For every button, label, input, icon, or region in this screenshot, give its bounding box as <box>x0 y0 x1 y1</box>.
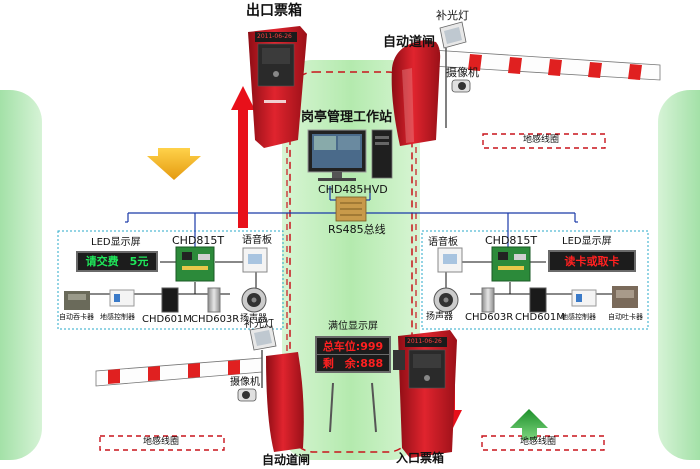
entry-direction-arrow <box>510 409 548 440</box>
right-voice-board <box>437 247 463 273</box>
camera-bottom <box>237 388 257 402</box>
fill-light-top <box>439 21 467 128</box>
entry-ticket-box-label: 入口票箱 <box>396 451 445 465</box>
right-lane-band <box>658 90 700 460</box>
loop-bottom-left-label: 地感线圈 <box>143 437 180 447</box>
left-loop-controller <box>109 289 135 307</box>
left-controller-board <box>175 246 215 282</box>
left-led-panel: 请交费 5元 <box>76 251 158 272</box>
left-reader-603r <box>207 287 221 313</box>
auto-gate-bottom <box>266 352 304 452</box>
left-card-swallower-label: 自动吞卡器 <box>59 313 94 321</box>
left-controller-label: CHD815T <box>172 234 225 247</box>
auto-gate-top-label: 自动道闸 <box>383 35 436 50</box>
workstation-pc <box>307 129 393 181</box>
full-display-line2: 剩 余:888 <box>315 354 391 373</box>
right-reader-603r-label: CHD603R <box>465 312 514 323</box>
camera-top <box>451 79 471 93</box>
right-reader-601m-label: CHD601M <box>515 312 565 323</box>
exit-ticket-box-label: 出口票箱 <box>246 3 302 19</box>
left-voice-board <box>242 247 268 273</box>
loop-bottom-right-label: 地感线圈 <box>520 437 557 447</box>
right-voice-board-label: 语音板 <box>428 237 458 248</box>
right-card-dispenser <box>612 286 638 308</box>
left-equipment-bay <box>57 230 284 330</box>
right-card-dispenser-label: 自动吐卡器 <box>608 313 643 321</box>
right-controller-board <box>491 246 531 282</box>
rs485-converter <box>335 196 367 222</box>
right-speaker-label: 扬声器 <box>426 312 454 322</box>
exit-ticket-box <box>248 26 307 148</box>
right-reader-603r <box>481 287 495 313</box>
left-reader-601m-label: CHD601M <box>142 314 192 325</box>
loop-bottom-left <box>99 435 225 451</box>
right-led-panel: 读卡或取卡 <box>548 250 636 272</box>
left-led-caption: LED显示屏 <box>91 237 141 248</box>
right-reader-601m <box>529 287 547 313</box>
loop-top-right <box>482 133 606 149</box>
left-loop-controller-label: 地感控制器 <box>100 313 135 321</box>
right-equipment-bay <box>421 230 649 330</box>
converter-label: CHD485HVD <box>318 183 388 196</box>
right-controller-label: CHD815T <box>485 234 538 247</box>
auto-gate-top <box>391 40 441 146</box>
entry-ticket-box <box>398 330 457 458</box>
right-speaker <box>433 287 459 313</box>
exit-direction-arrow <box>147 148 201 180</box>
fill-light-bottom-label: 补光灯 <box>244 319 274 330</box>
exit-flow-arrow <box>231 86 255 228</box>
right-loop-controller <box>571 289 597 307</box>
left-speaker <box>241 287 267 313</box>
auto-gate-bottom-label: 自动道闸 <box>262 453 311 467</box>
left-voice-board-label: 语音板 <box>242 235 272 246</box>
rs485-bus-label: RS485总线 <box>328 223 386 236</box>
entry-kiosk-date: 2011-06-26 <box>407 338 442 345</box>
left-card-swallower <box>64 291 90 310</box>
right-loop-controller-label: 地感控制器 <box>561 313 596 321</box>
fill-light-bottom <box>249 325 277 388</box>
island-dashed-border <box>289 71 413 453</box>
full-display-label: 满位显示屏 <box>328 321 378 332</box>
full-display-post <box>329 350 405 433</box>
loop-bottom-right <box>481 435 605 451</box>
camera-bottom-label: 摄像机 <box>230 377 260 388</box>
left-speaker-label: 扬声器 <box>240 314 268 324</box>
left-lane-band <box>0 90 42 460</box>
camera-top-label: 摄像机 <box>446 66 479 79</box>
exit-kiosk-date: 2011-06-26 <box>257 33 292 40</box>
left-reader-601m <box>161 287 179 313</box>
left-reader-603r-label: CHD603R <box>191 314 240 325</box>
fill-light-top-label: 补光灯 <box>436 9 469 22</box>
full-display-line1: 总车位:999 <box>315 336 391 355</box>
loop-top-right-label: 地感线圈 <box>523 135 560 145</box>
right-led-caption: LED显示屏 <box>562 236 612 247</box>
workstation-label: 岗亭管理工作站 <box>301 110 393 125</box>
